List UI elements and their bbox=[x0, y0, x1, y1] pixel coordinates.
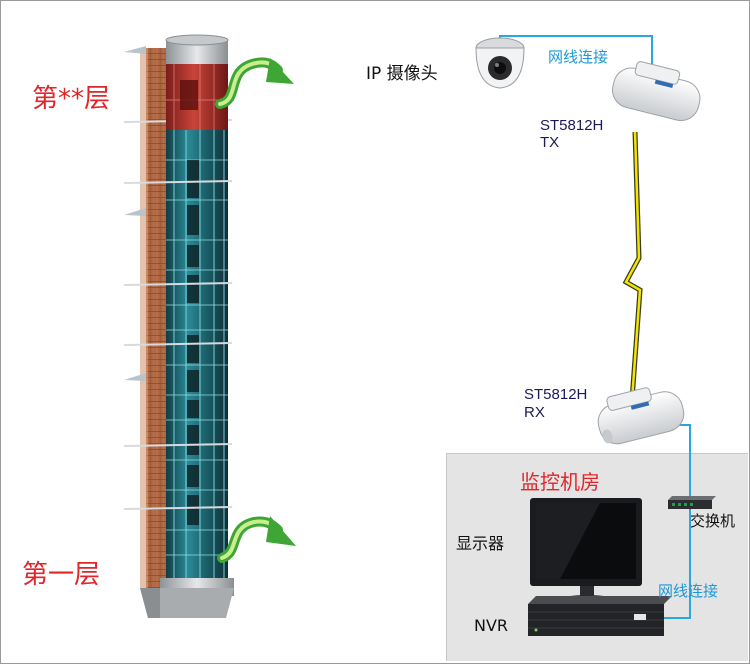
switch-icon bbox=[668, 496, 716, 509]
ground-floor-label: 第一层 bbox=[22, 560, 101, 590]
bottom-green-arrow bbox=[217, 516, 296, 563]
bottom-cable-label: 网线连接 bbox=[658, 582, 719, 600]
wireless-link bbox=[622, 131, 643, 401]
tx-unit-icon bbox=[612, 61, 701, 122]
switch-label: 交换机 bbox=[690, 512, 736, 530]
brick-wall bbox=[146, 48, 168, 588]
monitor-room-title: 监控机房 bbox=[520, 470, 600, 494]
nvr-label: NVR bbox=[474, 616, 509, 635]
display-label: 显示器 bbox=[456, 534, 505, 553]
nvr-icon bbox=[528, 596, 672, 636]
rx-unit-icon bbox=[597, 387, 685, 445]
monitor-icon bbox=[530, 498, 642, 605]
top-green-arrow bbox=[215, 57, 294, 109]
top-floor-label: 第**层 bbox=[32, 84, 111, 114]
rx-role-label: RX bbox=[524, 404, 545, 421]
tx-model-label: ST5812H bbox=[540, 117, 604, 134]
tx-role-label: TX bbox=[540, 134, 560, 151]
camera-label: IP 摄像头 bbox=[366, 64, 438, 84]
rx-model-label: ST5812H bbox=[524, 386, 588, 403]
top-cable-label: 网线连接 bbox=[548, 48, 609, 66]
elevator-shaft bbox=[123, 34, 234, 618]
dome-camera-icon bbox=[475, 37, 525, 89]
